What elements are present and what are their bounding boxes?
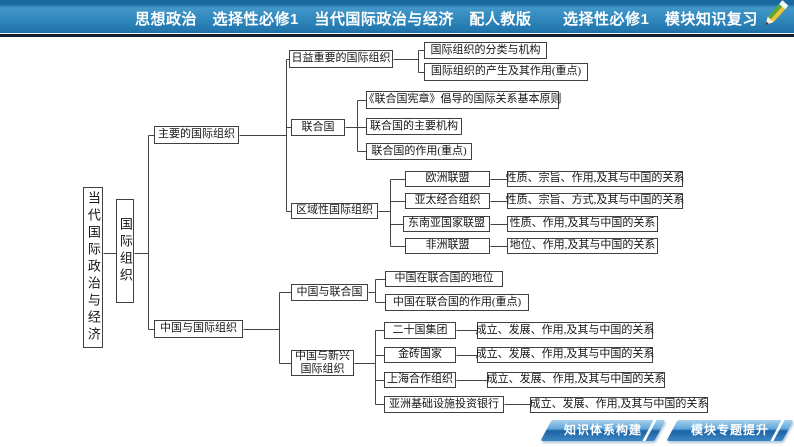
header-bar: 思想政治 选择性必修1 当代国际政治与经济 配人教版 选择性必修1 模块知识复习 xyxy=(0,0,794,33)
group-regional-orgs: 区域性国际组织 xyxy=(291,203,378,219)
desc-g20: 成立、发展、作用,及其与中国的关系 xyxy=(476,322,654,339)
branch-china-and-international-orgs: 中国与国际组织 xyxy=(154,320,243,338)
header-left-title: 思想政治 选择性必修1 当代国际政治与经济 配人教版 xyxy=(135,11,532,28)
group-increasingly-important-orgs: 日益重要的国际组织 xyxy=(289,50,393,68)
group-china-and-emerging-orgs: 中国与新兴国际组织 xyxy=(291,350,354,376)
leaf-un-main-organs: 联合国的主要机构 xyxy=(366,118,462,135)
desc-aiib: 成立、发展、作用,及其与中国的关系 xyxy=(530,397,708,413)
leaf-un-role: 联合国的作用(重点) xyxy=(366,143,472,160)
desc-apec: 性质、宗旨、方式,及其与中国的关系 xyxy=(506,193,684,209)
leaf-un-charter-principles: 《联合国宪章》倡导的国际关系基本原则 xyxy=(364,91,562,109)
org-european-union: 欧洲联盟 xyxy=(405,171,490,187)
header-right-title: 选择性必修1 模块知识复习 xyxy=(563,11,758,28)
desc-sco: 成立、发展、作用,及其与中国的关系 xyxy=(487,372,665,388)
leaf-org-emergence-role: 国际组织的产生及其作用(重点) xyxy=(424,63,588,81)
org-apec: 亚太经合组织 xyxy=(405,193,490,209)
org-african-union: 非洲联盟 xyxy=(405,238,490,254)
group-united-nations: 联合国 xyxy=(291,119,345,136)
leaf-org-classification: 国际组织的分类与机构 xyxy=(424,42,547,59)
group-china-and-un: 中国与联合国 xyxy=(291,284,368,301)
nav-button-module-topics[interactable]: 模块专题提升 xyxy=(666,420,794,441)
leaf-china-un-role: 中国在联合国的作用(重点) xyxy=(385,294,529,311)
nav-button-module-topics-label: 模块专题提升 xyxy=(690,423,769,437)
org-sco: 上海合作组织 xyxy=(384,372,456,388)
org-asean: 东南亚国家联盟 xyxy=(403,216,490,232)
header-light-line xyxy=(0,33,794,34)
branch-main-international-orgs: 主要的国际组织 xyxy=(154,126,239,144)
leaf-china-un-status: 中国在联合国的地位 xyxy=(385,271,503,287)
org-brics: 金砖国家 xyxy=(384,347,456,363)
pencil-icon xyxy=(755,0,791,33)
header-dark-divider xyxy=(0,34,794,37)
desc-asean: 性质、作用,及其与中国的关系 xyxy=(507,216,658,232)
org-g20: 二十国集团 xyxy=(384,322,456,339)
nav-button-knowledge-system[interactable]: 知识体系构建 xyxy=(540,420,666,441)
desc-brics: 成立、发展、作用,及其与中国的关系 xyxy=(476,347,654,363)
desc-european-union: 性质、宗旨、作用,及其与中国的关系 xyxy=(506,171,684,187)
topic-node-international-organizations: 国际组织 xyxy=(116,199,134,303)
root-node-subject: 当代国际政治与经济 xyxy=(83,187,103,348)
org-aiib: 亚洲基础设施投资银行 xyxy=(384,396,504,413)
nav-button-knowledge-system-label: 知识体系构建 xyxy=(563,423,642,437)
desc-african-union: 地位、作用,及其与中国的关系 xyxy=(507,238,658,254)
